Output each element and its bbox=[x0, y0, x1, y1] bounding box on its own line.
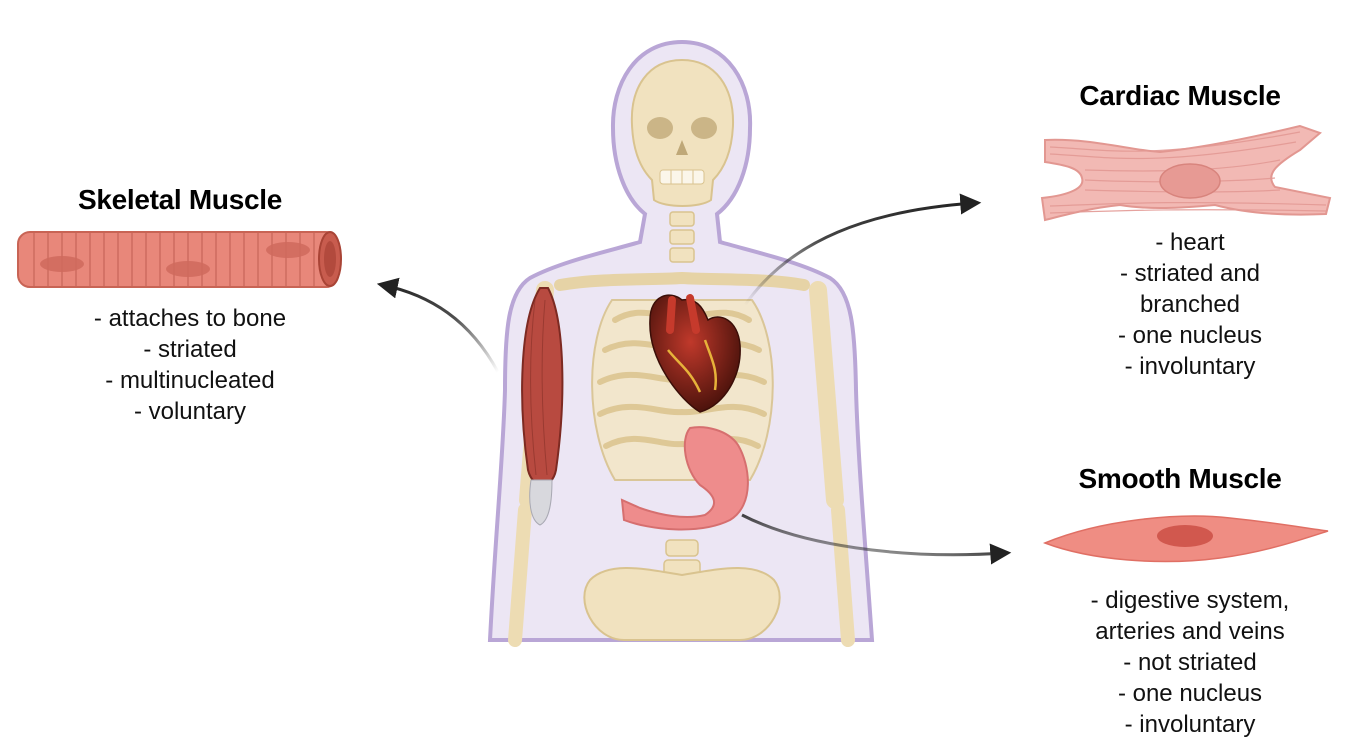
cardiac-feature: - heart bbox=[1155, 229, 1225, 256]
cardiac-feature: - striated and bbox=[1119, 260, 1261, 287]
human-body-illustration bbox=[487, 39, 875, 647]
arrow-to-skeletal bbox=[376, 277, 500, 373]
smooth-feature: - involuntary bbox=[1124, 711, 1256, 738]
cardiac-feature: - involuntary bbox=[1124, 353, 1256, 380]
skeletal-feature: - striated bbox=[143, 336, 237, 363]
skeletal-title: Skeletal Muscle bbox=[77, 184, 283, 215]
smooth-title: Smooth Muscle bbox=[1078, 463, 1282, 494]
cardiac-title: Cardiac Muscle bbox=[1079, 80, 1281, 111]
skeletal-feature: - attaches to bone bbox=[93, 305, 287, 332]
skeletal-feature: - voluntary bbox=[133, 398, 247, 425]
smooth-muscle-cell bbox=[1042, 515, 1329, 563]
cardiac-muscle-cell bbox=[1040, 124, 1332, 222]
smooth-feature: arteries and veins bbox=[1095, 618, 1285, 645]
smooth-features: - digestive system, arteries and veins -… bbox=[1040, 585, 1340, 740]
cardiac-feature: branched bbox=[1139, 291, 1241, 318]
cardiac-features: - heart - striated and branched - one nu… bbox=[1040, 227, 1340, 382]
skeletal-feature: - multinucleated bbox=[105, 367, 275, 394]
smooth-panel-title-wrap: Smooth Muscle bbox=[1040, 463, 1320, 495]
cardiac-panel-title-wrap: Cardiac Muscle bbox=[1040, 80, 1320, 112]
smooth-feature: - not striated bbox=[1123, 649, 1257, 676]
smooth-feature: - digestive system, bbox=[1090, 587, 1290, 614]
skeletal-muscle-fiber bbox=[17, 231, 342, 288]
skeletal-panel-title-wrap: Skeletal Muscle bbox=[40, 184, 320, 216]
skeletal-features: - attaches to bone - striated - multinuc… bbox=[40, 303, 340, 427]
arrow-to-cardiac bbox=[743, 193, 982, 306]
cardiac-feature: - one nucleus bbox=[1117, 322, 1263, 349]
smooth-feature: - one nucleus bbox=[1117, 680, 1263, 707]
arrow-to-smooth bbox=[741, 513, 1012, 565]
